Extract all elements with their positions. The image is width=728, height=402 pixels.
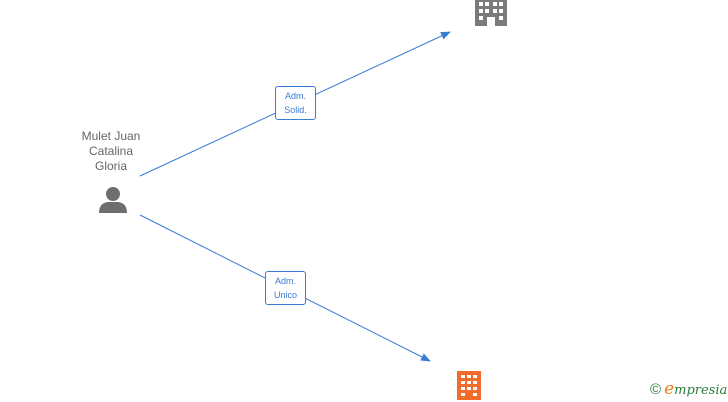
building-icon[interactable] — [475, 0, 507, 26]
brand-name: mpresia — [674, 383, 728, 398]
copyright-symbol: © — [650, 381, 662, 398]
building-icon[interactable] — [457, 371, 481, 400]
person-name-line: Catalina — [88, 144, 134, 158]
edge-label-line: Unico — [273, 290, 297, 300]
person-icon[interactable] — [99, 187, 127, 213]
person-name[interactable]: Mulet Juan Catalina Gloria — [66, 129, 156, 174]
empresia-watermark: ©empresia — [650, 378, 727, 400]
edge-label-adm-unico: Adm. Unico — [265, 271, 306, 305]
edge-label-line: Solid. — [284, 105, 307, 115]
edge-label-line: Adm. — [274, 276, 296, 286]
edge-label-adm-solid: Adm. Solid. — [275, 86, 316, 120]
person-name-line: Mulet Juan — [81, 129, 141, 143]
person-name-line: Gloria — [94, 159, 127, 173]
edge-label-line: Adm. — [284, 91, 306, 101]
brand-initial: e — [664, 379, 675, 399]
